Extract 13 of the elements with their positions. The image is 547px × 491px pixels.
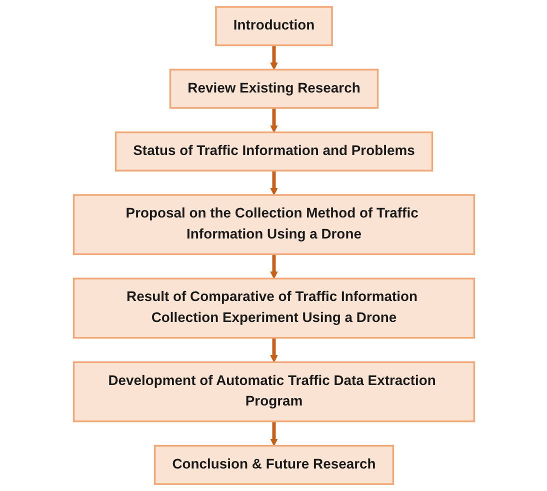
node-box: Development of Automatic Traffic Data Extraction Program bbox=[72, 361, 475, 422]
arrow bbox=[270, 45, 278, 70]
arrow bbox=[270, 108, 278, 133]
node-box: Conclusion & Future Research bbox=[153, 444, 394, 485]
node-box: Result of Comparative of Traffic Information Collection Experiment Using a Drone bbox=[72, 278, 475, 339]
node-box: Review Existing Research bbox=[168, 68, 378, 109]
arrow bbox=[270, 254, 278, 279]
arrow bbox=[270, 338, 278, 362]
node-box: Introduction bbox=[214, 6, 332, 46]
arrow bbox=[270, 421, 278, 446]
arrow bbox=[270, 170, 278, 196]
node-box: Status of Traffic Information and Problems bbox=[114, 131, 433, 172]
node-box: Proposal on the Collection Method of Traffic Information Using a Drone bbox=[72, 194, 475, 256]
